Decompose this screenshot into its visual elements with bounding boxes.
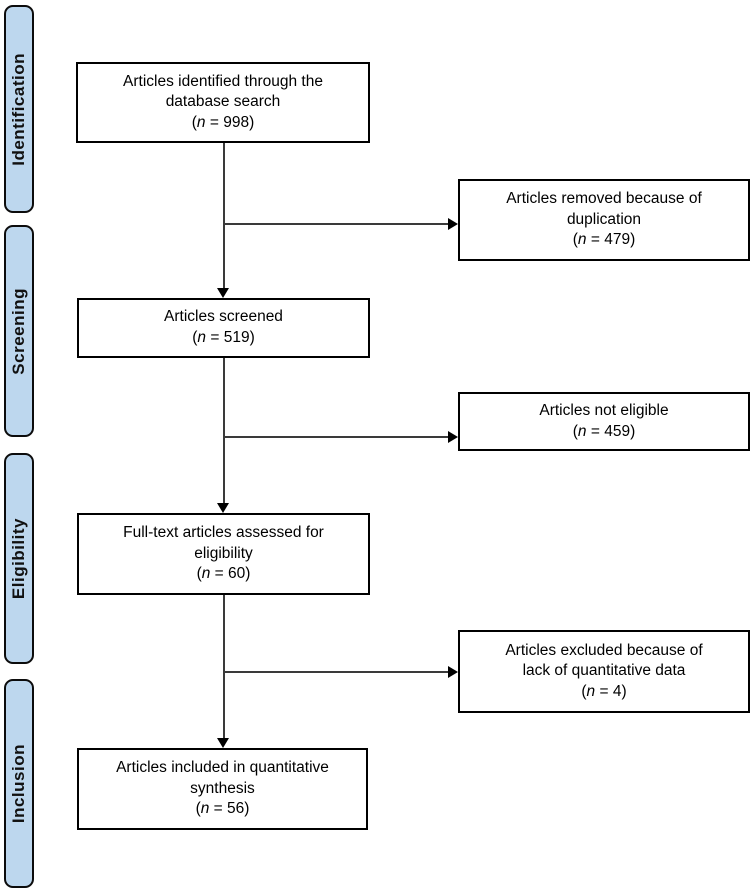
arrowhead-down-screened (217, 288, 229, 298)
box-articles-included: Articles included in quantitative synthe… (77, 748, 368, 830)
box-articles-removed: Articles removed because of duplication … (458, 179, 750, 261)
stage-screening-label: Screening (9, 287, 28, 375)
box-articles-screened-label: Articles screened (164, 308, 283, 326)
connector-branch-to-removed (223, 223, 449, 225)
arrowhead-down-included (217, 738, 229, 748)
box-articles-excluded-count: (n = 4) (581, 682, 627, 700)
box-articles-identified: Articles identified through the database… (76, 62, 370, 143)
connector-branch-to-excluded (223, 671, 449, 673)
box-articles-screened: Articles screened (n = 519) (77, 298, 370, 358)
stage-identification: Identification (4, 5, 34, 213)
box-articles-excluded-label: Articles excluded because of lack of qua… (505, 641, 703, 680)
box-articles-not-eligible-label: Articles not eligible (539, 401, 669, 419)
box-articles-identified-label: Articles identified through the database… (123, 72, 323, 111)
arrowhead-right-excluded (448, 666, 458, 678)
connector-screened-to-fulltext (223, 358, 225, 505)
box-articles-removed-label: Articles removed because of duplication (506, 190, 702, 228)
connector-identified-to-screened (223, 143, 225, 290)
arrowhead-down-fulltext (217, 503, 229, 513)
stage-screening: Screening (4, 225, 34, 437)
box-articles-screened-count: (n = 519) (192, 329, 255, 346)
box-articles-removed-count: (n = 479) (572, 231, 636, 249)
stage-inclusion: Inclusion (4, 679, 34, 888)
box-fulltext-assessed-label: Full-text articles assessed for eligibil… (123, 524, 324, 562)
box-articles-included-label: Articles included in quantitative synthe… (116, 759, 329, 797)
connector-branch-to-not-eligible (223, 436, 449, 438)
arrowhead-right-not-eligible (448, 431, 458, 443)
stage-eligibility: Eligibility (4, 453, 34, 664)
box-articles-excluded: Articles excluded because of lack of qua… (458, 630, 750, 713)
connector-fulltext-to-included (223, 595, 225, 740)
box-fulltext-assessed: Full-text articles assessed for eligibil… (77, 513, 370, 595)
box-articles-not-eligible-count: (n = 459) (572, 422, 636, 440)
stage-identification-label: Identification (9, 52, 28, 166)
box-articles-not-eligible: Articles not eligible (n = 459) (458, 392, 750, 451)
box-articles-included-count: (n = 56) (195, 800, 250, 818)
arrowhead-right-removed (448, 218, 458, 230)
box-fulltext-assessed-count: (n = 60) (196, 565, 251, 583)
stage-inclusion-label: Inclusion (9, 743, 28, 824)
stage-eligibility-label: Eligibility (9, 517, 28, 600)
box-articles-identified-count: (n = 998) (191, 113, 255, 131)
